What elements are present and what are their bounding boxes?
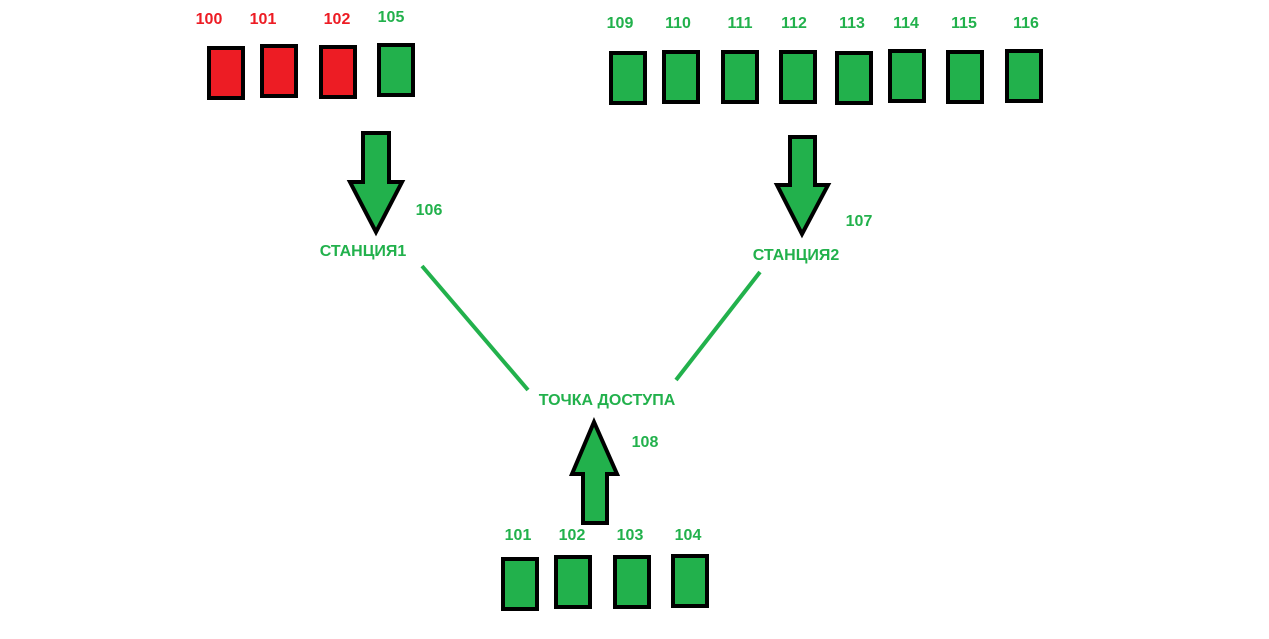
packet-box-103	[613, 555, 651, 609]
packet-label-114: 114	[893, 15, 919, 32]
packet-box-102	[319, 45, 357, 99]
packet-box-114	[888, 49, 926, 103]
access-point-packet-group: 101 102 103 104	[501, 527, 709, 611]
packet-box-112	[779, 50, 817, 104]
packet-label-103: 103	[617, 527, 644, 544]
packet-label-101: 101	[250, 11, 277, 28]
packet-box-115	[946, 50, 984, 104]
packet-box-101	[501, 557, 539, 611]
packet-box-109	[609, 51, 647, 105]
node-access-point-label: ТОЧКА ДОСТУПА	[539, 392, 676, 409]
packet-box-110	[662, 50, 700, 104]
packet-label-105: 105	[378, 9, 405, 26]
link-station2-access-point	[674, 270, 762, 382]
packet-label-102: 102	[559, 527, 586, 544]
station1-packet-group: 100 101 102 105	[196, 9, 415, 100]
arrow-label-107: 107	[846, 213, 873, 230]
packet-label-104: 104	[675, 527, 702, 544]
arrow-down-station1	[346, 131, 406, 237]
arrow-up-access-point	[568, 416, 621, 525]
packet-box-113	[835, 51, 873, 105]
packet-box-105	[377, 43, 415, 97]
arrow-down-station2	[773, 135, 832, 239]
packet-box-100	[207, 46, 245, 100]
packet-label-116: 116	[1013, 15, 1039, 32]
arrow-label-108: 108	[632, 434, 659, 451]
packet-label-112: 112	[781, 15, 807, 32]
packet-label-102: 102	[324, 11, 351, 28]
packet-box-116	[1005, 49, 1043, 103]
packet-label-101: 101	[505, 527, 532, 544]
packet-box-101	[260, 44, 298, 98]
packet-box-111	[721, 50, 759, 104]
packet-label-113: 113	[839, 15, 865, 32]
packet-label-100: 100	[196, 11, 223, 28]
packet-box-102	[554, 555, 592, 609]
packet-label-110: 110	[665, 15, 691, 32]
node-station1-label: СТАНЦИЯ1	[320, 243, 407, 260]
packet-label-115: 115	[951, 15, 977, 32]
packet-label-111: 111	[728, 15, 753, 32]
packet-box-104	[671, 554, 709, 608]
node-station2-label: СТАНЦИЯ2	[753, 247, 840, 264]
link-station1-access-point	[420, 264, 530, 392]
arrow-label-106: 106	[416, 202, 443, 219]
packet-label-109: 109	[607, 15, 634, 32]
station2-packet-group: 109 110 111 112 113 114 115 116	[607, 15, 1043, 105]
